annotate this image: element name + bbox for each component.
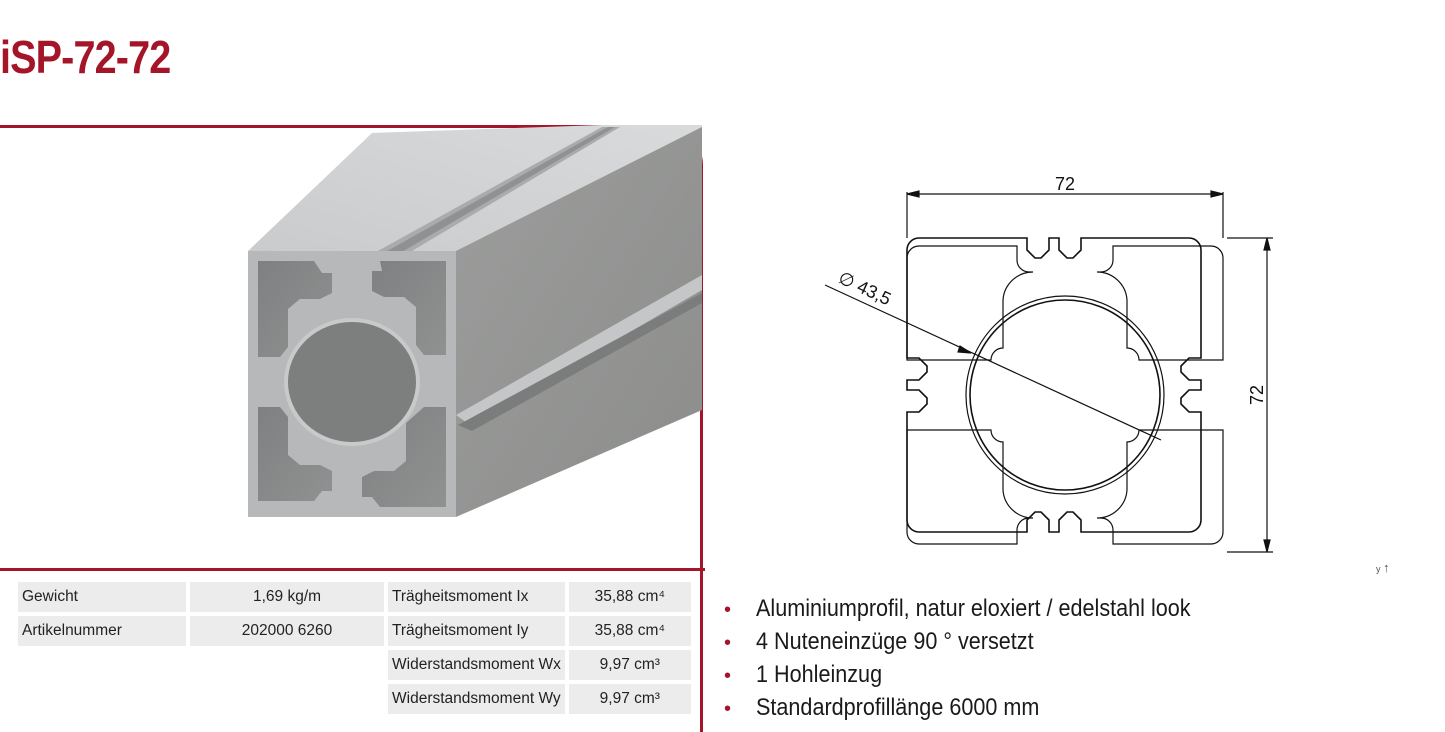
list-item: • 4 Nuteneinzüge 90 ° versetzt <box>724 625 1239 658</box>
table-row: Gewicht 1,69 kg/m Trägheitsmoment Ix 35,… <box>18 582 691 616</box>
spec-value: 35,88 cm⁴ <box>568 582 691 616</box>
axis-y-label: y <box>1376 564 1381 574</box>
spec-value: 202000 6260 <box>190 616 384 650</box>
spec-value <box>190 684 384 718</box>
bullet-icon: • <box>724 632 732 654</box>
spec-label: Artikelnummer <box>18 616 186 650</box>
profile-3d-render <box>248 125 702 517</box>
width-dimension-label: 72 <box>1055 174 1075 194</box>
feature-text: Standardprofillänge 6000 mm <box>756 694 1040 721</box>
feature-text: 4 Nuteneinzüge 90 ° versetzt <box>756 628 1034 655</box>
feature-text: Aluminiumprofil, natur eloxiert / edelst… <box>756 595 1191 622</box>
bullet-icon: • <box>724 665 732 687</box>
spec-value: 35,88 cm⁴ <box>568 616 691 650</box>
product-image-frame <box>0 125 703 732</box>
list-item: • Aluminiumprofil, natur eloxiert / edels… <box>724 592 1239 625</box>
page-title: iSP-72-72 <box>0 31 171 83</box>
spec-label: Gewicht <box>18 582 186 616</box>
spec-label: Widerstandsmoment Wy <box>388 684 565 718</box>
feature-list: • Aluminiumprofil, natur eloxiert / edels… <box>724 592 1239 724</box>
list-item: • 1 Hohleinzug <box>724 658 1239 691</box>
list-item: • Standardprofillänge 6000 mm <box>724 691 1239 724</box>
spec-label: Trägheitsmoment Iy <box>388 616 565 650</box>
spec-value: 9,97 cm³ <box>568 684 691 718</box>
spec-table: Gewicht 1,69 kg/m Trägheitsmoment Ix 35,… <box>14 582 695 718</box>
bullet-icon: • <box>724 698 732 720</box>
table-row: Artikelnummer 202000 6260 Trägheitsmomen… <box>18 616 691 650</box>
spec-value <box>190 650 384 684</box>
axis-indicator: y ↑ <box>1376 560 1390 575</box>
spec-value: 1,69 kg/m <box>190 582 384 616</box>
height-dimension-label: 72 <box>1247 385 1267 405</box>
spec-label: Trägheitsmoment Ix <box>388 582 565 616</box>
frame-divider <box>0 568 705 571</box>
spec-label: Widerstandsmoment Wx <box>388 650 565 684</box>
spec-label <box>18 650 186 684</box>
feature-text: 1 Hohleinzug <box>756 661 883 688</box>
arrow-up-icon: ↑ <box>1383 560 1390 575</box>
bullet-icon: • <box>724 599 732 621</box>
spec-label <box>18 684 186 718</box>
profile-technical-drawing: 72 72 ∅ 43,5 <box>824 174 1273 553</box>
spec-value: 9,97 cm³ <box>568 650 691 684</box>
table-row: Widerstandsmoment Wx 9,97 cm³ <box>18 650 691 684</box>
table-row: Widerstandsmoment Wy 9,97 cm³ <box>18 684 691 718</box>
